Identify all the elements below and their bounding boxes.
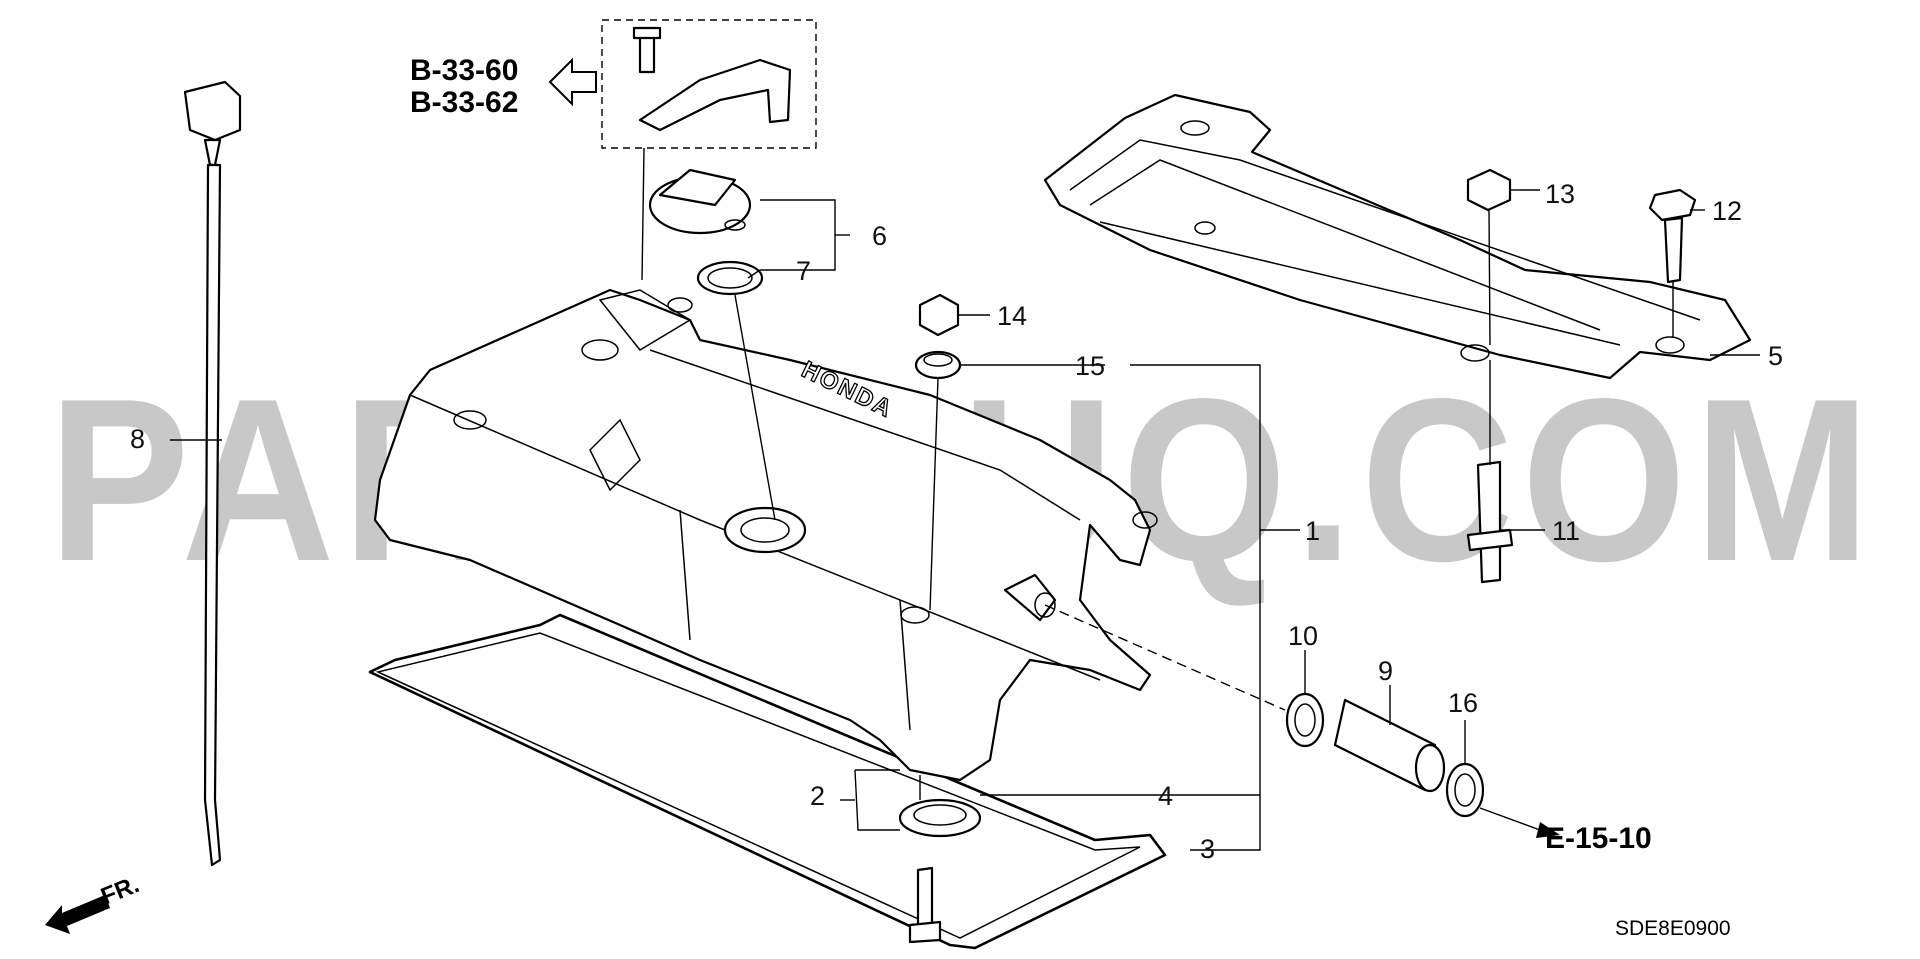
callout-9: 9	[1378, 656, 1393, 686]
oil-level-dipstick[interactable]	[183, 80, 242, 867]
callout-10: 10	[1288, 621, 1318, 651]
oil-filler-cap[interactable]	[648, 168, 752, 235]
front-indicator: FR.	[45, 871, 143, 934]
hose-clamp-10[interactable]	[1285, 692, 1325, 748]
callout-13: 13	[1545, 179, 1575, 209]
head-cover-gasket[interactable]	[368, 613, 1167, 950]
callout-15: 15	[1075, 351, 1105, 381]
reference-top-1[interactable]: B-33-60	[410, 54, 518, 87]
harness-bracket[interactable]	[632, 26, 792, 132]
callout-8: 8	[130, 424, 145, 454]
cover-nut-13[interactable]	[1466, 168, 1512, 212]
callout-14: 14	[997, 301, 1027, 331]
cylinder-head-cover[interactable]	[373, 288, 1158, 782]
reference-bottom[interactable]: E-15-10	[1545, 822, 1652, 855]
seal-washer-2[interactable]	[898, 798, 982, 838]
callout-6: 6	[872, 221, 887, 251]
callout-16: 16	[1448, 688, 1478, 718]
bracket-reference-box	[601, 19, 817, 149]
callout-1: 1	[1305, 516, 1320, 546]
grommet-15[interactable]	[914, 350, 962, 380]
engine-cover[interactable]	[1043, 93, 1752, 380]
head-cover-bolt[interactable]	[908, 866, 942, 944]
cover-bolt-12[interactable]	[1648, 188, 1697, 284]
callout-7: 7	[796, 256, 811, 286]
oil-filler-cap-seal[interactable]	[696, 260, 764, 296]
callout-12: 12	[1712, 196, 1742, 226]
pcv-hose[interactable]	[1333, 698, 1446, 793]
reference-arrow-e	[1536, 822, 1560, 838]
callout-4: 4	[1158, 781, 1173, 811]
callout-11: 11	[1552, 516, 1580, 546]
callout-5: 5	[1768, 341, 1783, 371]
front-arrow-icon	[45, 895, 110, 934]
reference-arrow-left	[548, 57, 597, 107]
leader-lines	[170, 189, 1760, 851]
cover-nut-14[interactable]	[918, 293, 960, 337]
diagram-code: SDE8E0900	[1615, 917, 1731, 940]
svg-text:FR.: FR.	[97, 871, 143, 911]
reference-top-2[interactable]: B-33-62	[410, 86, 518, 119]
stud-bolt-11[interactable]	[1466, 460, 1514, 584]
callout-numbers: 1 2 3 4 5 6 7 8 9 10 11 12 13 14 15 16	[130, 179, 1783, 864]
callout-2: 2	[810, 781, 825, 811]
callout-3: 3	[1200, 834, 1215, 864]
hose-clamp-16[interactable]	[1445, 762, 1485, 818]
